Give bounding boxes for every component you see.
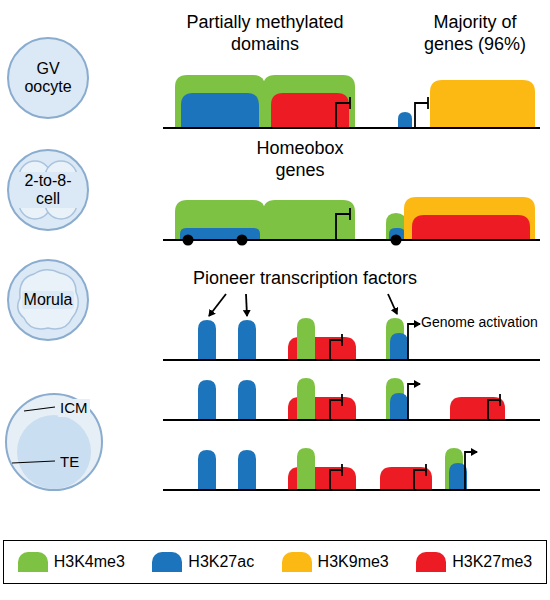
legend-item: H3K4me3 (18, 552, 125, 572)
callout-label: Pioneer transcription factors (170, 268, 440, 290)
histone-mark (430, 80, 535, 128)
promoter-arrow (465, 452, 477, 490)
legend-item: H3K27me3 (416, 552, 532, 572)
repression-bar (427, 97, 429, 109)
histone-mark (380, 467, 432, 490)
region-label: Homeobox genes (245, 138, 355, 181)
promoter-arrow (330, 470, 342, 490)
repression-bar (341, 464, 343, 476)
histone-mark (390, 393, 408, 420)
promoter-arrow (408, 384, 420, 420)
histone-mark (238, 380, 256, 420)
embryo-stage: 2-to-8-cell (6, 148, 90, 232)
dna-line (163, 239, 540, 241)
promoter-arrow (415, 103, 428, 128)
dna-line (163, 127, 540, 129)
promoter-arrow (330, 340, 342, 360)
histone-mark (175, 75, 265, 128)
legend-swatch (282, 552, 312, 572)
histone-mark (450, 397, 505, 420)
repression-bar (499, 394, 501, 406)
histone-mark (390, 333, 408, 360)
blastocyst (6, 394, 102, 490)
legend-swatch (18, 552, 48, 572)
stage-label: GV oocyte (14, 60, 82, 97)
histone-mark (404, 197, 535, 240)
pioneer-factor (183, 235, 194, 246)
histone-mark (398, 112, 412, 128)
histone-mark (238, 320, 256, 360)
stage-label: Morula (22, 291, 75, 309)
histone-mark (297, 378, 315, 420)
histone-mark (271, 93, 349, 128)
pioneer-arrows (209, 294, 397, 316)
legend-item: H3K27ac (152, 552, 254, 572)
pioneer-factor (391, 235, 402, 246)
stage-label: 2-to-8-cell (14, 172, 82, 209)
legend-swatch (152, 552, 182, 572)
histone-mark (297, 318, 315, 360)
histone-mark (297, 448, 315, 490)
region-label: Majority of genes (96%) (413, 12, 538, 55)
repression-bar (425, 464, 427, 476)
part-label: TE (58, 453, 81, 471)
legend-box: H3K4me3 H3K27ac H3K9me3 H3K27me3 (3, 540, 547, 584)
dna-line (163, 489, 540, 491)
legend-item: H3K9me3 (282, 552, 389, 572)
histone-mark (181, 93, 259, 128)
callout-label: Genome activation (421, 314, 538, 331)
part-label: ICM (58, 399, 90, 417)
legend-text: H3K27ac (188, 553, 254, 571)
repression-bar (349, 97, 351, 109)
histone-mark (412, 215, 530, 240)
promoter-arrow (408, 324, 420, 360)
histone-mark (263, 200, 355, 240)
repression-bar (341, 334, 343, 346)
promoter-arrow (330, 400, 342, 420)
pioneer-factor (237, 235, 248, 246)
histone-mark (175, 200, 265, 240)
promoter-arrow (414, 470, 426, 490)
legend-swatch (416, 552, 446, 572)
promoter-arrow (336, 103, 350, 128)
histone-mark (198, 380, 216, 420)
repression-bar (341, 394, 343, 406)
dna-line (163, 359, 540, 361)
legend-text: H3K4me3 (54, 553, 125, 571)
repression-bar (349, 208, 351, 220)
histone-mark (198, 320, 216, 360)
dna-line (163, 419, 540, 421)
promoter-arrow (488, 400, 500, 420)
promoter-arrow (336, 214, 350, 240)
histone-mark (263, 75, 355, 128)
legend-text: H3K27me3 (452, 553, 532, 571)
region-label: Partially methylated domains (175, 12, 355, 55)
legend-text: H3K9me3 (318, 553, 389, 571)
embryo-stage: GV oocyte (6, 36, 90, 120)
embryo-stage: Morula (6, 258, 90, 342)
histone-mark (198, 450, 216, 490)
histone-mark (238, 450, 256, 490)
